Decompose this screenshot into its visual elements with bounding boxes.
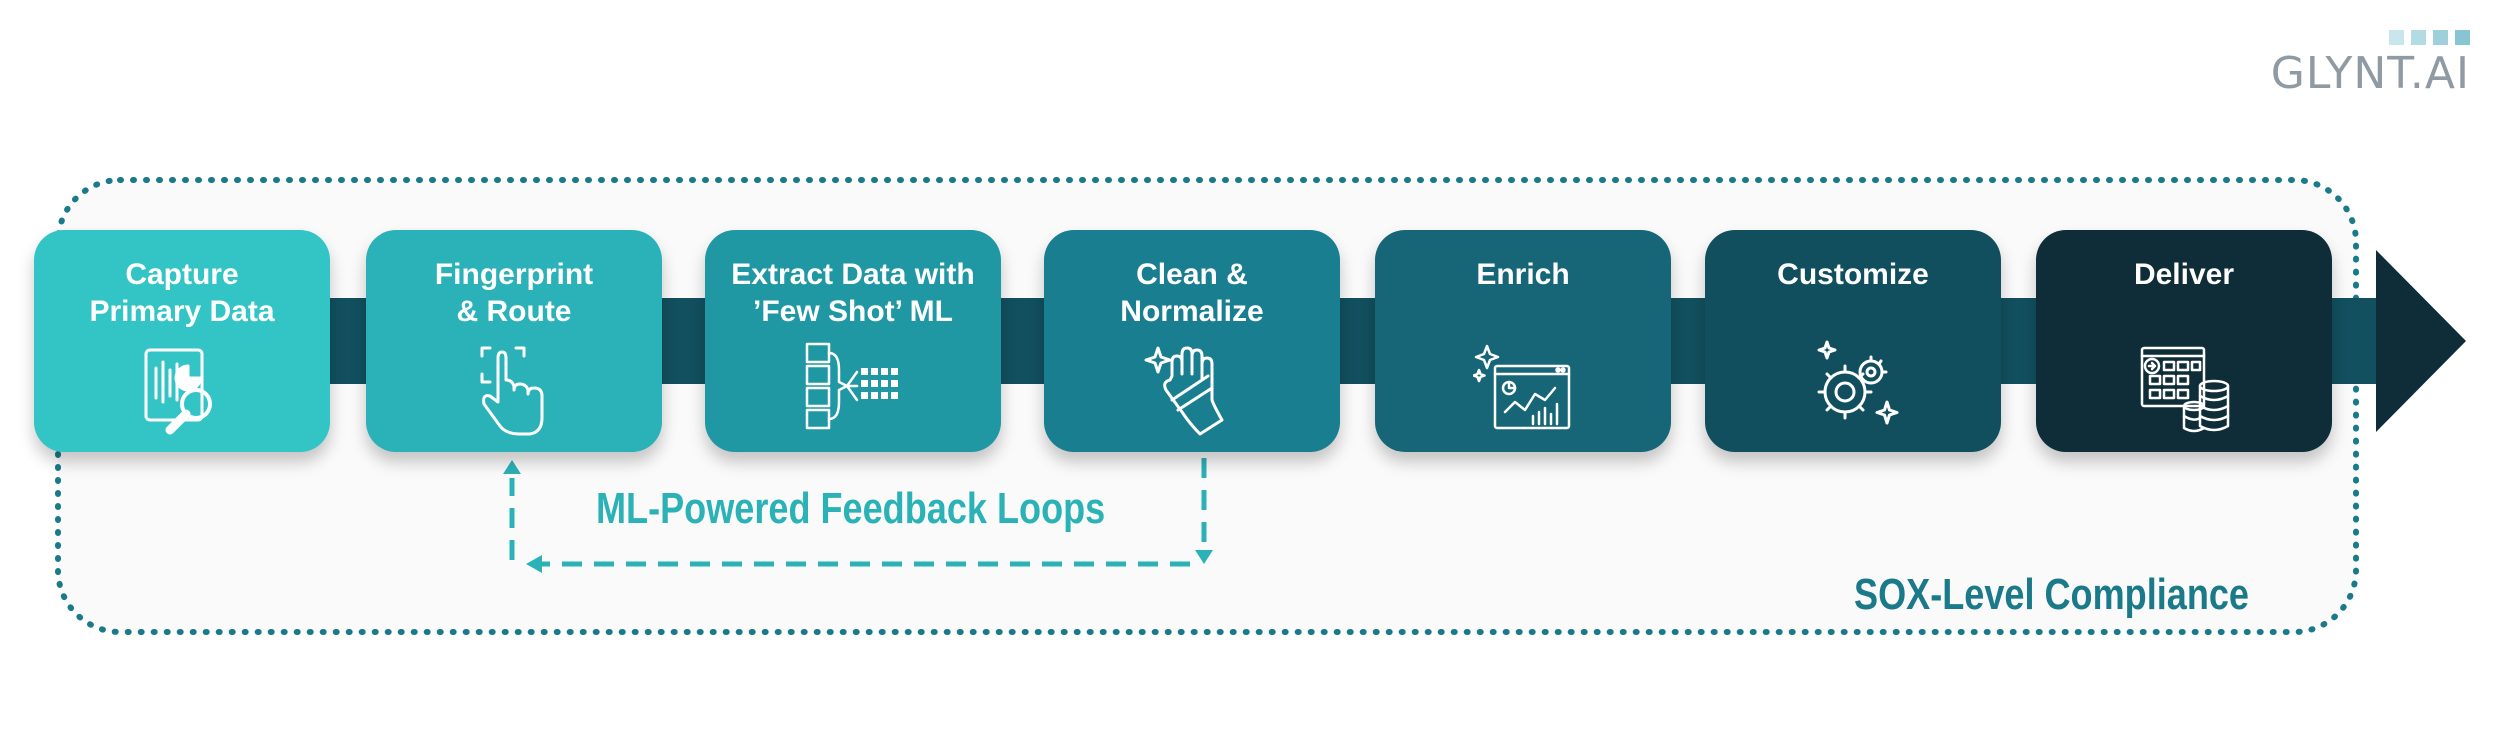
step-deliver: Deliver [2036, 230, 2332, 452]
step-enrich: Enrich [1375, 230, 1671, 452]
step-customize: Customize [1705, 230, 2001, 452]
gears-sparkle-icon [1817, 340, 1899, 425]
step-fingerprint-route: Fingerprint & Route [366, 230, 662, 452]
document-chart-magnifier-icon [144, 348, 212, 435]
step-label: Customize [1777, 258, 1929, 291]
step-label: Enrich [1476, 258, 1570, 291]
step-clean-normalize: Clean & Normalize [1044, 230, 1340, 452]
feedback-arrowhead-left [526, 555, 542, 573]
logo-text: GLYNT.AI [2270, 48, 2470, 99]
step-capture-primary-data: Capture Primary Data [34, 230, 330, 452]
database-grid-icon [2140, 346, 2230, 433]
feedback-loop-arrow [509, 458, 1207, 567]
logo-squares [2389, 30, 2470, 45]
feedback-arrowhead-up [503, 460, 521, 474]
step-label: Extract Data with ’Few Shot’ ML [731, 258, 975, 328]
logo-square-1 [2389, 30, 2404, 45]
glynt-logo: GLYNT.AI [2260, 30, 2470, 110]
browser-chart-sparkle-icon [1473, 344, 1571, 430]
logo-square-3 [2433, 30, 2448, 45]
step-label: Fingerprint & Route [434, 258, 594, 328]
feedback-arrowhead-down [1195, 550, 1213, 564]
step-label: Capture Primary Data [89, 258, 275, 328]
data-network-grid-icon [805, 342, 898, 430]
step-label: Clean & Normalize [1120, 258, 1264, 328]
feedback-loop-label: ML-Powered Feedback Loops [596, 484, 1106, 533]
cleaning-glove-sparkle-icon [1144, 346, 1224, 436]
logo-square-4 [2455, 30, 2470, 45]
logo-square-2 [2411, 30, 2426, 45]
step-label: Deliver [2133, 258, 2235, 291]
process-arrow-head [2376, 250, 2466, 432]
compliance-label: SOX-Level Compliance [1854, 570, 2249, 619]
hand-pointer-scan-icon [480, 346, 544, 436]
step-extract-data: Extract Data with ’Few Shot’ ML [705, 230, 1001, 452]
